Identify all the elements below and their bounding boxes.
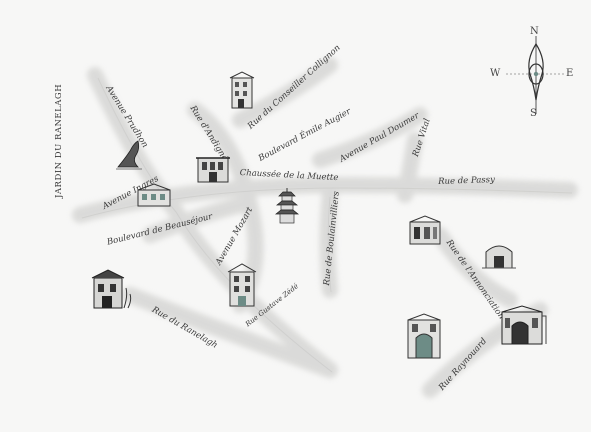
building-sketch-icon xyxy=(137,183,171,207)
building-sketch-icon xyxy=(229,71,255,109)
building-sketch-icon xyxy=(409,215,441,245)
compass-rose-icon xyxy=(506,36,566,114)
building-sketch-icon xyxy=(501,305,547,345)
building-sketch-icon xyxy=(196,157,230,183)
pagoda-icon xyxy=(275,188,299,224)
compass-east-label: E xyxy=(566,68,574,79)
building-sketch-icon xyxy=(227,263,257,307)
church-icon xyxy=(91,269,132,309)
park-label-ranelagh: JARDIN DU RANELAGH xyxy=(54,83,64,198)
compass-south-label: S xyxy=(530,108,537,119)
street-label-rue-de-passy: Rue de Passy xyxy=(438,175,496,187)
building-sketch-icon xyxy=(407,313,441,359)
building-sketch-icon xyxy=(482,245,516,269)
compass-north-label: N xyxy=(530,26,539,37)
compass-west-label: W xyxy=(490,68,501,79)
statue-icon xyxy=(116,140,142,170)
